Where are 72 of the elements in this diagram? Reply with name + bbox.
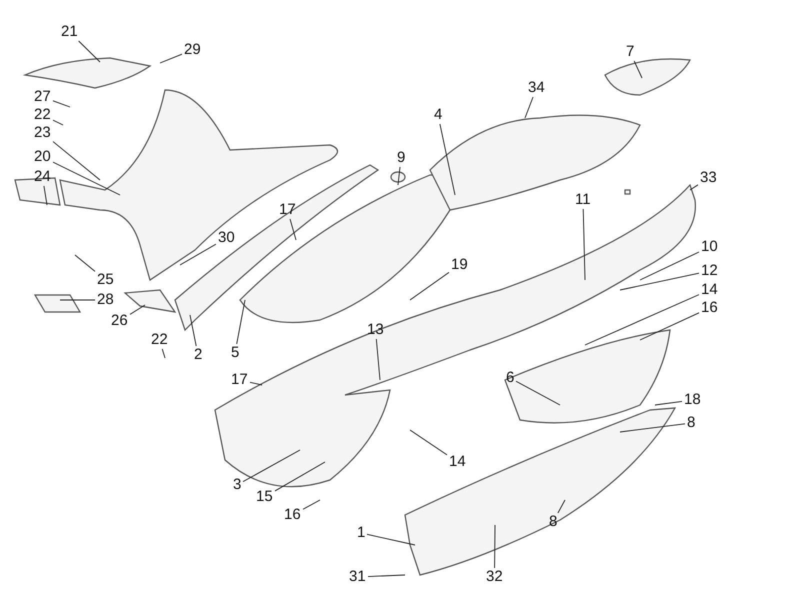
leader-line — [52, 141, 100, 180]
leader-line — [274, 462, 326, 492]
callout-number: 31 — [348, 569, 367, 585]
callout-number: 12 — [700, 263, 719, 279]
leader-line — [368, 574, 406, 577]
callout-number: 23 — [33, 125, 52, 141]
callout-number: 19 — [450, 257, 469, 273]
leader-line — [52, 162, 120, 196]
callout-number: 11 — [574, 192, 592, 208]
leader-line — [634, 60, 642, 78]
callout-number: 14 — [448, 454, 467, 470]
callout-number: 33 — [699, 170, 718, 186]
leader-line — [584, 294, 700, 346]
leader-line — [250, 382, 262, 386]
callout-number: 4 — [433, 107, 444, 123]
leader-line — [640, 312, 700, 340]
callout-number: 10 — [700, 239, 719, 255]
callout-number: 2 — [193, 347, 204, 363]
leader-line — [654, 400, 682, 406]
leader-line — [180, 244, 216, 266]
callout-number: 15 — [255, 489, 274, 505]
callout-number: 5 — [230, 345, 240, 361]
leader-line — [410, 272, 450, 300]
leader-line — [242, 450, 300, 482]
callout-number: 34 — [527, 80, 546, 96]
leader-line — [162, 348, 166, 358]
leader-line — [524, 96, 534, 118]
leader-line — [366, 534, 416, 546]
callout-number: 28 — [96, 292, 115, 308]
callout-number: 16 — [700, 300, 719, 316]
leader-line — [44, 186, 48, 206]
leader-line — [52, 100, 70, 108]
callout-number: 16 — [283, 507, 302, 523]
leader-line — [302, 500, 320, 510]
callout-number: 20 — [33, 149, 52, 165]
callout-number: 25 — [96, 272, 115, 288]
callout-number: 18 — [683, 392, 702, 408]
callout-number: 27 — [33, 89, 52, 105]
leader-line — [439, 124, 456, 196]
callout-number: 22 — [150, 332, 169, 348]
leader-line — [640, 252, 700, 280]
leader-line — [130, 304, 146, 315]
callout-number: 22 — [33, 107, 52, 123]
callout-number: 1 — [356, 525, 366, 541]
callout-number: 14 — [700, 282, 719, 298]
callout-number: 17 — [230, 372, 249, 388]
leader-line — [690, 184, 698, 190]
leader-line — [52, 120, 64, 126]
callout-number: 21 — [60, 24, 79, 40]
leader-line — [160, 54, 182, 64]
callout-number: 8 — [686, 415, 696, 431]
leader-line — [620, 272, 700, 290]
callout-number: 30 — [217, 230, 236, 246]
callout-number: 3 — [232, 477, 242, 493]
callout-number: 32 — [485, 569, 504, 585]
callout-number: 29 — [183, 42, 202, 58]
leader-line — [74, 254, 96, 272]
callout-number: 7 — [625, 44, 636, 60]
leader-line — [78, 40, 100, 62]
leader-line — [410, 430, 448, 456]
leader-line — [582, 208, 586, 280]
leader-line — [376, 338, 380, 380]
leader-line — [398, 166, 400, 186]
callout-number: 26 — [110, 313, 129, 329]
leader-line — [236, 300, 246, 344]
callout-number: 17 — [278, 202, 297, 218]
leader-line — [494, 524, 496, 568]
leader-line — [290, 218, 296, 240]
leader-line — [190, 314, 197, 346]
callout-number: 9 — [396, 150, 406, 166]
leader-line — [620, 423, 686, 432]
leader-line — [557, 500, 566, 514]
